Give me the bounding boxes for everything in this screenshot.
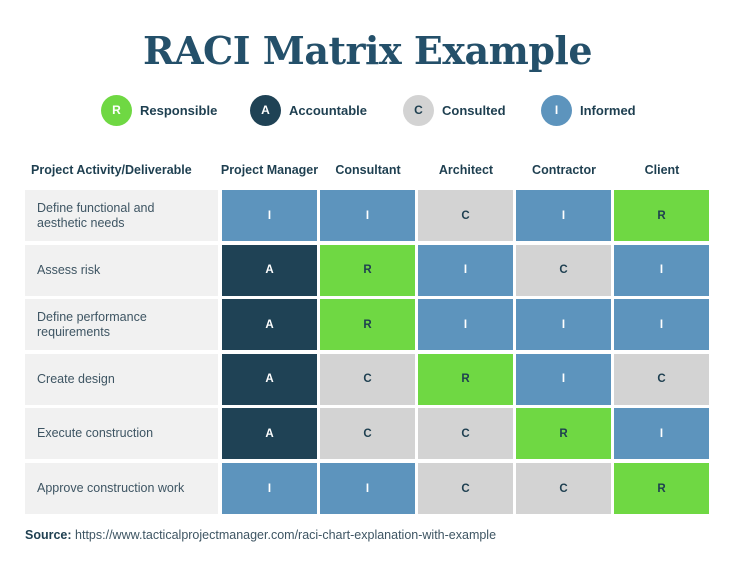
activity-text: Approve construction work bbox=[37, 481, 185, 495]
raci-cell: I bbox=[516, 299, 611, 351]
legend-item-responsible: R Responsible bbox=[101, 94, 217, 126]
activity-text: Assess risk bbox=[37, 262, 101, 277]
row-label-activity: Execute construction bbox=[25, 408, 218, 460]
responsible-badge-icon: R bbox=[101, 94, 132, 126]
raci-cell: A bbox=[222, 408, 317, 460]
column-header-architect: Architect bbox=[438, 163, 494, 177]
raci-cell: C bbox=[320, 408, 415, 460]
activity-text: Define functional and aesthetic needs bbox=[37, 200, 155, 230]
source-note: Source: https://www.tacticalprojectmanag… bbox=[25, 528, 496, 542]
legend-label: Informed bbox=[580, 102, 636, 118]
legend-item-consulted: C Consulted bbox=[403, 94, 506, 126]
raci-cell: I bbox=[222, 463, 317, 514]
raci-cell: C bbox=[418, 190, 513, 241]
row-label-activity: Approve construction work bbox=[25, 463, 218, 514]
raci-cell: I bbox=[614, 299, 709, 351]
raci-cell: A bbox=[222, 353, 317, 405]
raci-cell: A bbox=[222, 299, 317, 351]
legend-label: Consulted bbox=[442, 102, 506, 118]
source-url: https://www.tacticalprojectmanager.com/r… bbox=[75, 528, 497, 542]
column-header-project-manager: Project Manager bbox=[220, 163, 319, 177]
raci-cell: C bbox=[516, 244, 611, 296]
row-label-activity: Assess risk bbox=[25, 244, 218, 296]
legend-item-informed: I Informed bbox=[541, 94, 636, 126]
raci-cell: I bbox=[516, 190, 611, 241]
legend-label: Accountable bbox=[289, 102, 368, 118]
row-label-activity: Create design bbox=[25, 353, 218, 405]
raci-cell: I bbox=[516, 353, 611, 405]
raci-cell: I bbox=[222, 190, 317, 241]
accountable-badge-icon: A bbox=[250, 94, 281, 126]
raci-cell: R bbox=[614, 190, 709, 241]
raci-cell: R bbox=[320, 299, 415, 351]
legend: R Responsible A Accountable C Consulted … bbox=[0, 94, 735, 126]
page-title: RACI Matrix Example bbox=[142, 28, 593, 73]
informed-badge-icon: I bbox=[541, 94, 572, 126]
row-label-activity: Define functional and aesthetic needs bbox=[25, 190, 218, 241]
raci-cell: A bbox=[222, 244, 317, 296]
raci-cell: C bbox=[614, 353, 709, 405]
activity-text: Execute construction bbox=[37, 426, 154, 441]
legend-label: Responsible bbox=[140, 102, 218, 118]
raci-cell: R bbox=[320, 244, 415, 296]
column-header-contractor: Contractor bbox=[532, 163, 596, 177]
column-header-activity: Project Activity/Deliverable bbox=[31, 163, 192, 177]
activity-text: Define performance requirements bbox=[37, 309, 147, 339]
raci-cell: R bbox=[418, 353, 513, 405]
consulted-badge-icon: C bbox=[403, 94, 434, 126]
raci-cell: C bbox=[320, 353, 415, 405]
raci-cell: I bbox=[614, 408, 709, 460]
legend-item-accountable: A Accountable bbox=[250, 94, 367, 126]
raci-cell: I bbox=[418, 244, 513, 296]
raci-cell: C bbox=[516, 463, 611, 514]
raci-cell: C bbox=[418, 408, 513, 460]
raci-cell: C bbox=[418, 463, 513, 514]
raci-cell: I bbox=[418, 299, 513, 351]
column-header-consultant: Consultant bbox=[335, 163, 401, 177]
source-label: Source: bbox=[25, 528, 72, 542]
row-label-activity: Define performance requirements bbox=[25, 299, 218, 351]
activity-text: Create design bbox=[37, 371, 115, 386]
raci-cell: R bbox=[516, 408, 611, 460]
column-header-client: Client bbox=[644, 163, 680, 177]
raci-cell: I bbox=[320, 190, 415, 241]
raci-cell: I bbox=[614, 244, 709, 296]
raci-cell: I bbox=[320, 463, 415, 514]
raci-cell: R bbox=[614, 463, 709, 514]
